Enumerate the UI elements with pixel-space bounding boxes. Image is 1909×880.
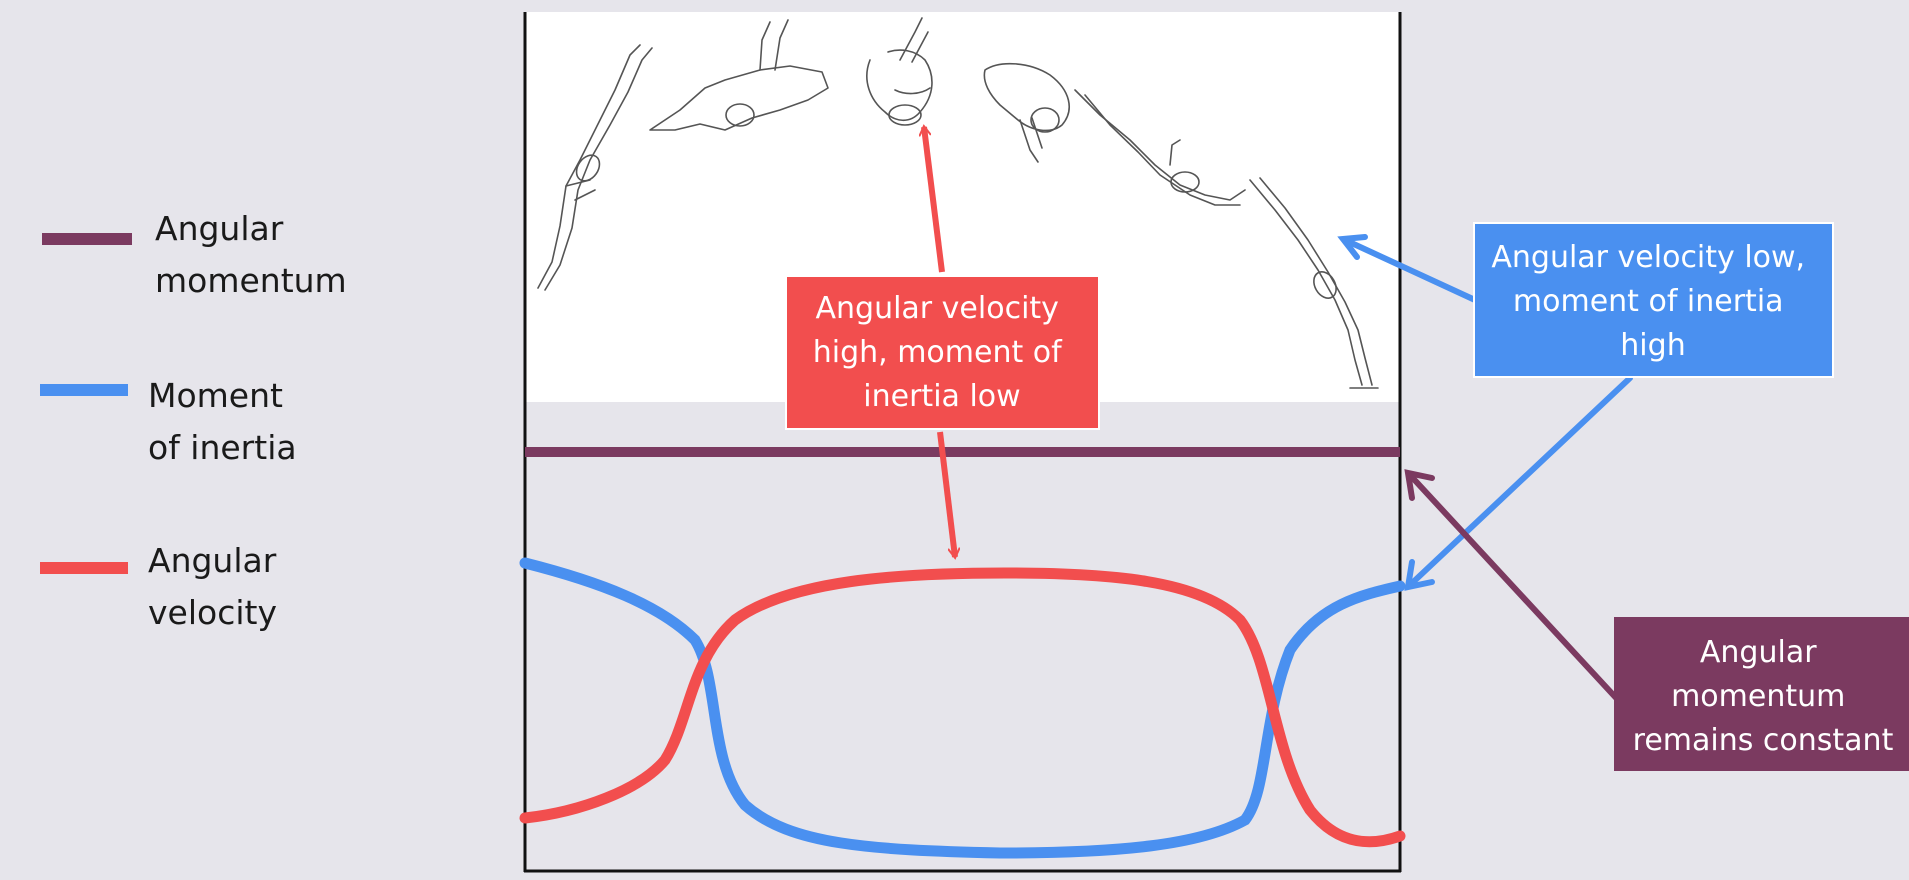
callout-box: [1614, 617, 1909, 771]
callout-low-velocity: Angular velocity low, moment of inertia …: [1473, 222, 1834, 378]
callout-line: high, moment of: [813, 335, 1063, 370]
arrow-to-velocity-peak: [937, 431, 955, 557]
arrow-momentum: [1404, 469, 1621, 703]
angular-velocity-curve: [519, 567, 1406, 848]
callout-line: high: [1620, 328, 1685, 363]
callout-line: Angular: [1700, 635, 1817, 670]
callout-text: Angular momentum remains constant: [1633, 635, 1894, 758]
diver-figure-1: [537, 44, 653, 291]
legend-label-line: velocity: [148, 593, 277, 632]
callout-line: remains constant: [1633, 723, 1894, 758]
diver-figure-6: [1249, 177, 1379, 389]
legend: Angular momentum Moment of inertia Angul…: [40, 209, 347, 632]
callout-line: momentum: [1671, 679, 1845, 714]
legend-item-angular-momentum: Angular momentum: [42, 209, 347, 300]
legend-item-moment-of-inertia: Moment of inertia: [40, 376, 297, 467]
callout-box: [1473, 222, 1834, 378]
legend-label: Moment of inertia: [148, 376, 297, 467]
arrows-low-velocity: [1337, 234, 1633, 591]
callout-momentum: Angular momentum remains constant: [1614, 617, 1909, 771]
legend-label-line: momentum: [155, 261, 347, 300]
legend-label: Angular velocity: [148, 541, 287, 632]
callout-line: inertia low: [863, 379, 1020, 414]
callout-line: moment of inertia: [1513, 284, 1784, 319]
diver-figure-3: [866, 17, 933, 126]
legend-item-angular-velocity: Angular velocity: [40, 541, 287, 632]
callout-line: Angular velocity: [816, 291, 1059, 326]
callout-box: [785, 275, 1100, 430]
diver-somersault-sequence-icon: [537, 17, 1379, 389]
diver-figure-2: [649, 19, 829, 131]
legend-label-line: of inertia: [148, 428, 297, 467]
diver-figure-4: [983, 62, 1070, 163]
legend-label-line: Moment: [148, 376, 283, 415]
moment-of-inertia-curve: [519, 557, 1406, 859]
callout-high-velocity: Angular velocity high, moment of inertia…: [785, 275, 1100, 430]
legend-label: Angular momentum: [155, 209, 347, 300]
diver-figure-5: [1074, 89, 1246, 206]
callout-text: Angular velocity low, moment of inertia …: [1491, 240, 1814, 363]
callout-text: Angular velocity high, moment of inertia…: [813, 291, 1072, 414]
legend-label-line: Angular: [148, 541, 277, 580]
legend-label-line: Angular: [155, 209, 284, 248]
arrow-to-tuck: [924, 127, 945, 273]
callout-line: Angular velocity low,: [1491, 240, 1805, 275]
